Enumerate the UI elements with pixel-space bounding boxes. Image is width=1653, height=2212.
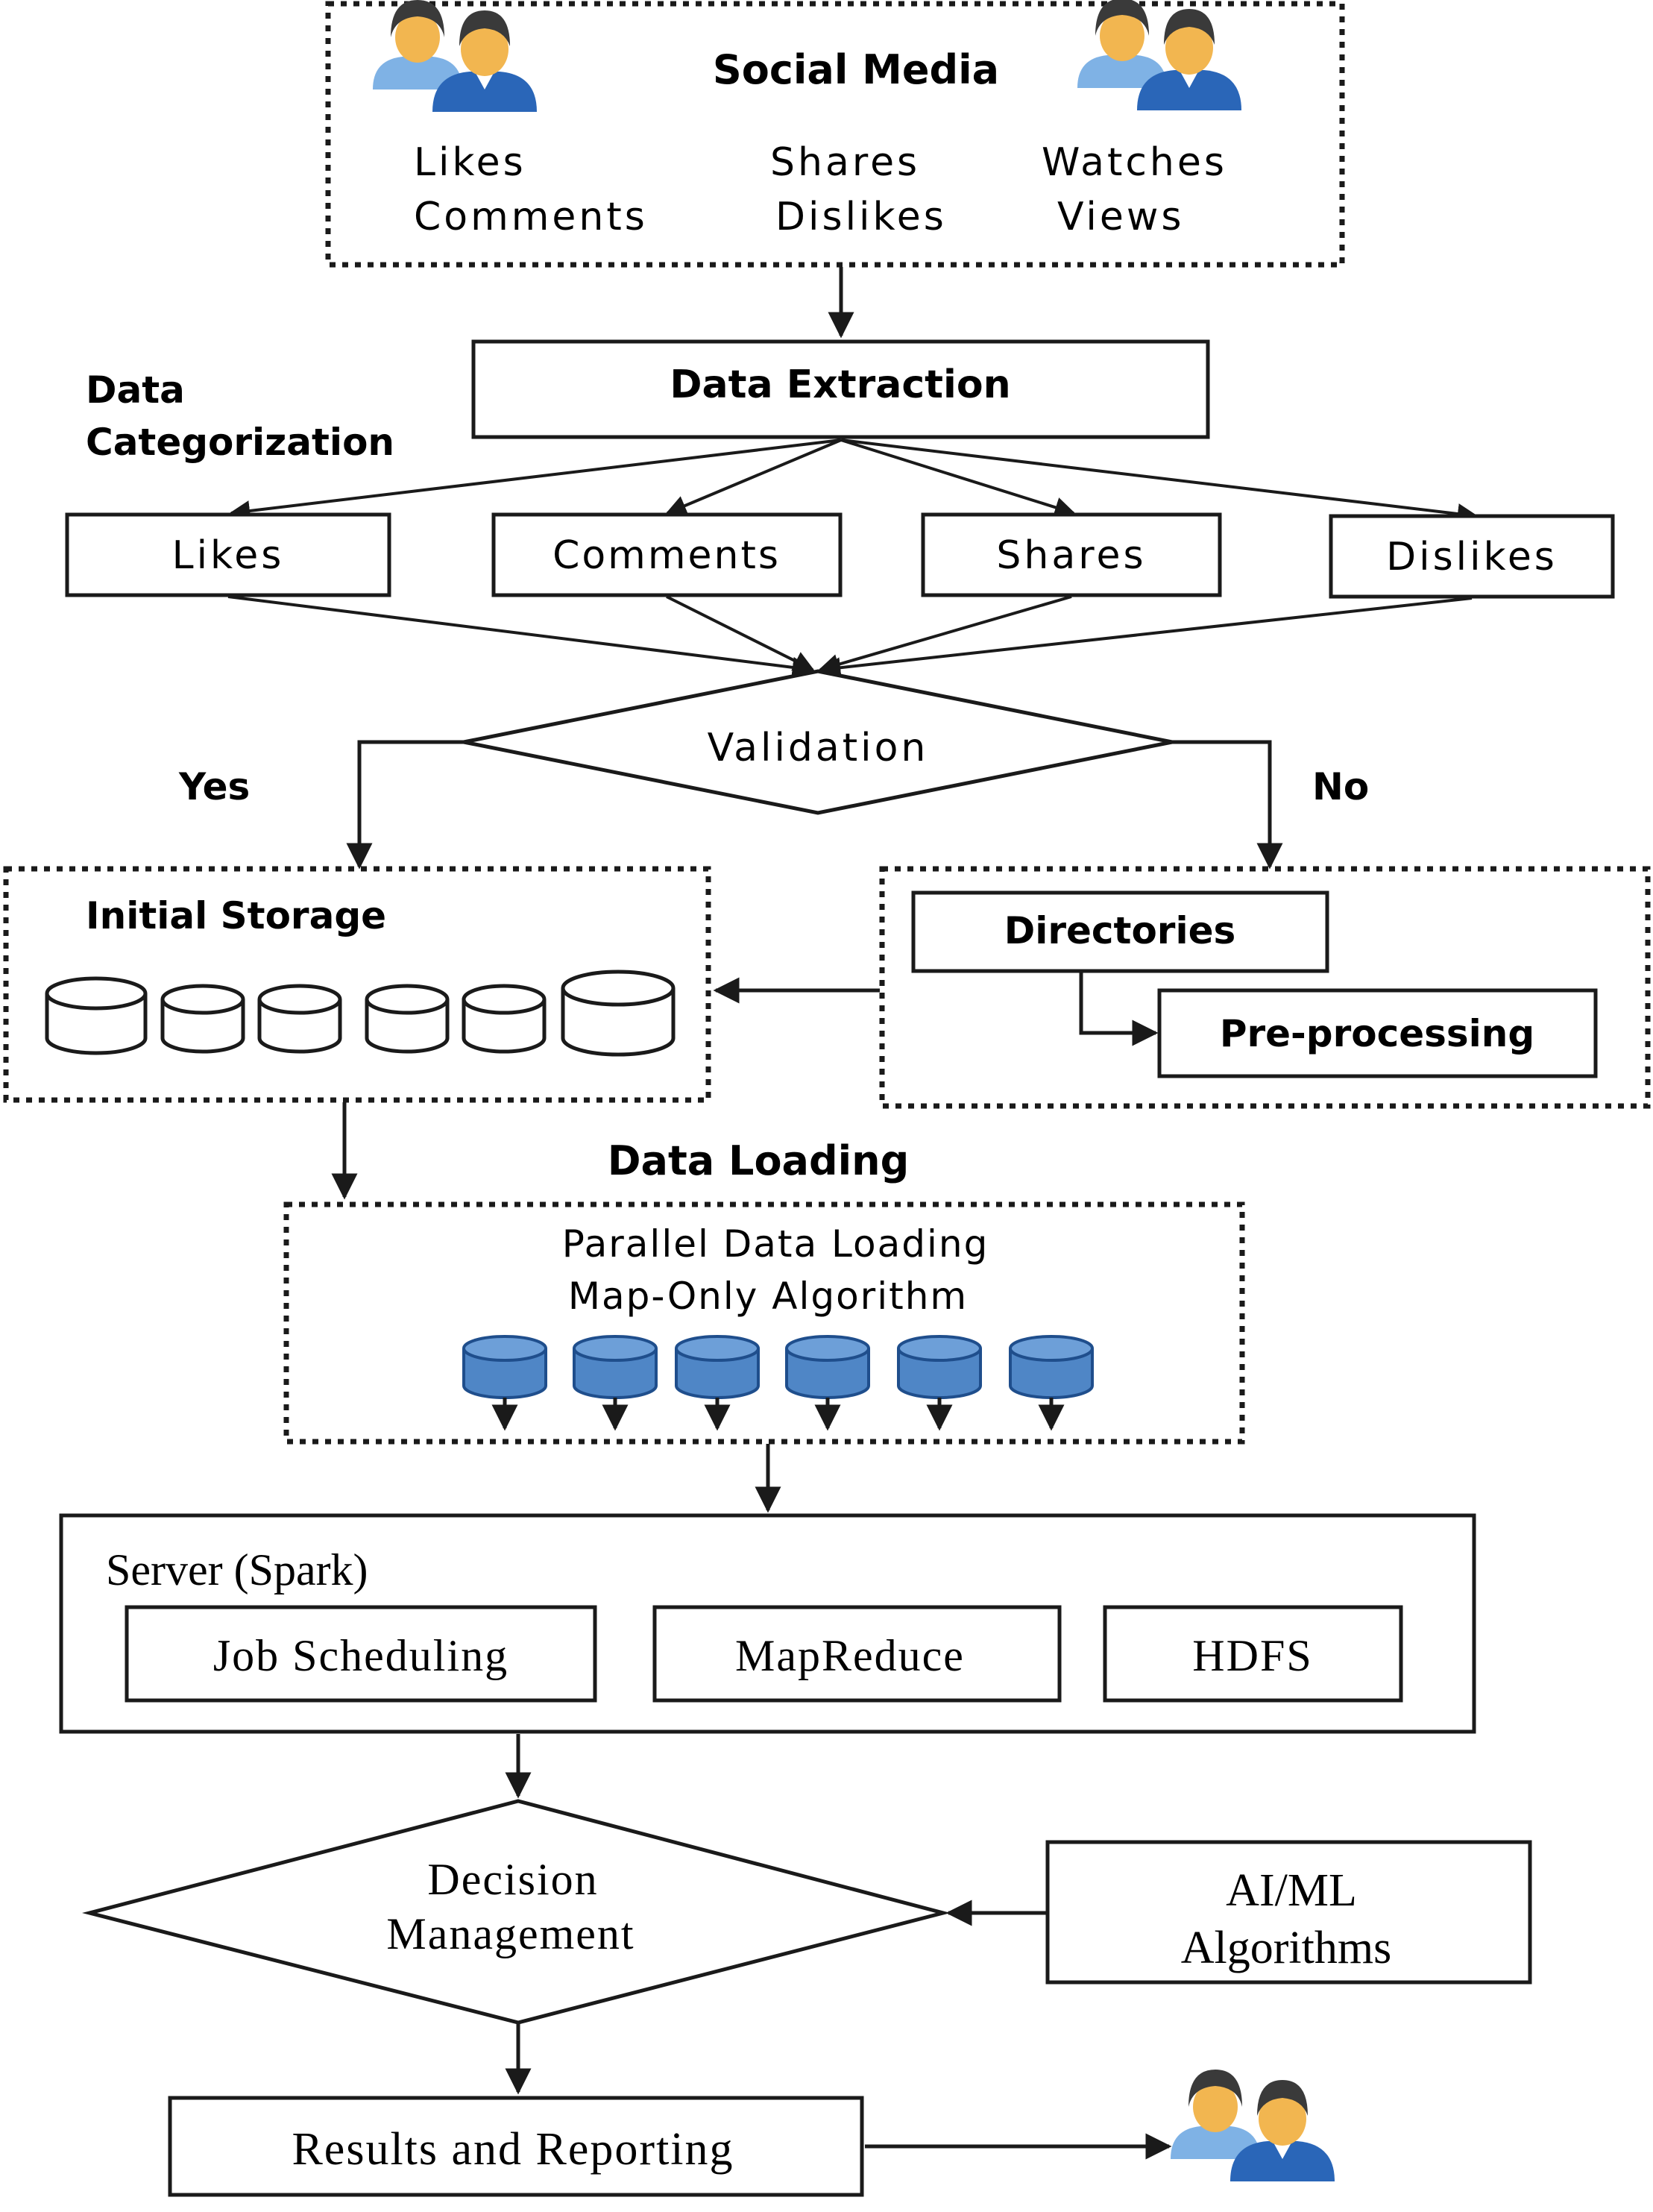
database-icon bbox=[573, 1335, 658, 1431]
category-to-validation-arrows bbox=[227, 595, 1473, 679]
metric-views: Views bbox=[1057, 195, 1185, 239]
category-shares-label: Shares bbox=[996, 533, 1146, 578]
ai-ml-line1: AI/ML bbox=[1226, 1865, 1357, 1916]
data-loading-label: Data Loading bbox=[608, 1137, 910, 1184]
categorization-label-line2: Categorization bbox=[86, 421, 394, 464]
validation-label: Validation bbox=[708, 726, 929, 770]
category-dislikes-label: Dislikes bbox=[1386, 535, 1558, 579]
arrow-directories-to-preprocessing bbox=[1079, 971, 1159, 1046]
people-icon bbox=[373, 0, 537, 112]
data-extraction-box: Data Extraction bbox=[471, 339, 1210, 439]
database-icon bbox=[257, 984, 342, 1054]
mapreduce-label: MapReduce bbox=[735, 1631, 965, 1680]
people-icon bbox=[1171, 2070, 1335, 2181]
category-likes: Likes bbox=[65, 512, 391, 597]
decision-diamond: Decision Management bbox=[82, 1799, 951, 2025]
server-box: Server (Spark) Job Scheduling MapReduce … bbox=[59, 1513, 1476, 1734]
arrow-validation-no bbox=[1172, 740, 1283, 870]
mapreduce-box bbox=[652, 1605, 1062, 1703]
decision-label-line1: Decision bbox=[427, 1855, 598, 1904]
database-icon bbox=[897, 1335, 982, 1431]
database-icon bbox=[462, 984, 547, 1054]
database-icon bbox=[462, 1335, 547, 1431]
category-shares: Shares bbox=[921, 512, 1222, 597]
database-icon bbox=[561, 970, 676, 1057]
database-icon bbox=[160, 984, 245, 1054]
category-dislikes: Dislikes bbox=[1329, 514, 1615, 599]
data-extraction-label: Data Extraction bbox=[670, 362, 1010, 407]
social-media-box: Social Media Likes Comments Shares Disli… bbox=[325, 0, 1345, 268]
no-label: No bbox=[1312, 765, 1369, 808]
extraction-arrows bbox=[229, 439, 1479, 524]
directories-label: Directories bbox=[1004, 909, 1236, 952]
storage-databases bbox=[45, 970, 676, 1057]
database-icon bbox=[1009, 1335, 1094, 1431]
data-loading-line2: Map-Only Algorithm bbox=[568, 1275, 968, 1318]
category-likes-label: Likes bbox=[172, 533, 285, 578]
validation-diamond: Validation bbox=[463, 669, 1173, 815]
initial-storage-label: Initial Storage bbox=[86, 894, 386, 937]
results-label: Results and Reporting bbox=[292, 2124, 734, 2175]
ai-ml-line2: Algorithms bbox=[1181, 1923, 1391, 1973]
metric-comments: Comments bbox=[414, 195, 648, 239]
metric-shares: Shares bbox=[770, 140, 920, 185]
ai-ml-box: AI/ML Algorithms bbox=[1045, 1840, 1532, 1985]
database-icon bbox=[675, 1335, 760, 1431]
initial-storage-box: Initial Storage bbox=[3, 866, 711, 1103]
database-icon bbox=[785, 1335, 870, 1431]
preprocessing-box bbox=[1157, 988, 1598, 1078]
preprocessing-label: Pre-processing bbox=[1220, 1012, 1534, 1055]
database-icon bbox=[365, 984, 450, 1054]
metric-dislikes: Dislikes bbox=[775, 195, 947, 239]
people-icon bbox=[1077, 0, 1241, 110]
data-loading-box: Parallel Data Loading Map-Only Algorithm bbox=[283, 1201, 1245, 1445]
yes-label: Yes bbox=[178, 765, 250, 808]
job-scheduling-box bbox=[125, 1605, 597, 1703]
server-title: Server (Spark) bbox=[106, 1545, 368, 1594]
hdfs-box bbox=[1103, 1605, 1403, 1703]
parallel-databases bbox=[462, 1335, 1094, 1431]
categorization-label-line1: Data bbox=[86, 368, 185, 412]
directories-group: Directories Pre-processing bbox=[879, 866, 1651, 1109]
category-comments: Comments bbox=[491, 512, 843, 597]
data-loading-line1: Parallel Data Loading bbox=[562, 1222, 989, 1266]
metric-watches: Watches bbox=[1042, 140, 1227, 185]
results-box: Results and Reporting bbox=[168, 2096, 864, 2197]
arrow-validation-yes bbox=[346, 740, 464, 870]
directories-box bbox=[911, 890, 1329, 973]
metric-likes: Likes bbox=[414, 140, 526, 185]
social-media-title: Social Media bbox=[713, 46, 999, 93]
decision-label-line2: Management bbox=[386, 1909, 635, 1958]
category-comments-label: Comments bbox=[552, 533, 781, 578]
hdfs-label: HDFS bbox=[1192, 1631, 1312, 1680]
database-icon bbox=[45, 976, 148, 1055]
job-scheduling-label: Job Scheduling bbox=[213, 1631, 509, 1680]
